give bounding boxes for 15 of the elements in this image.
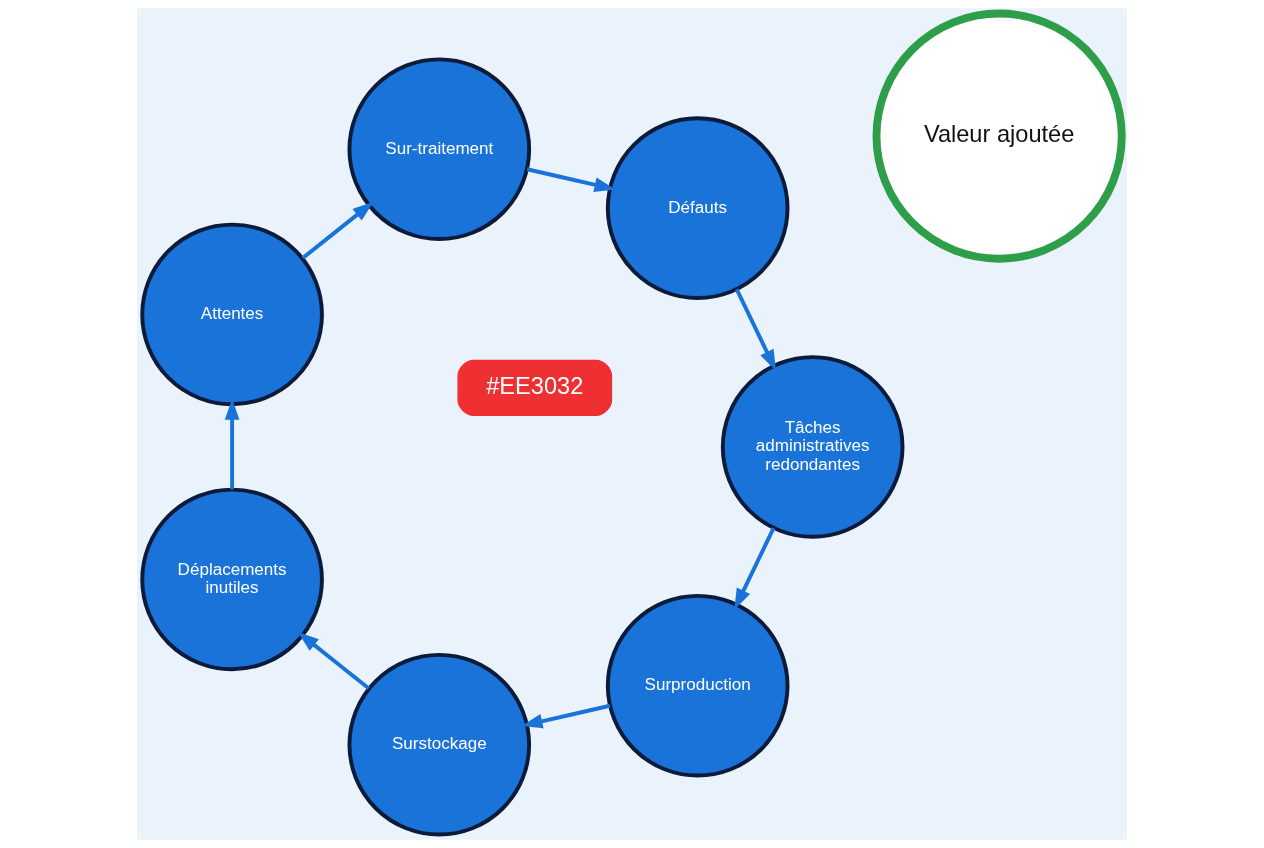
arrow: [734, 527, 776, 610]
arrow: [301, 201, 374, 260]
arrow: [521, 703, 611, 729]
arrow: [297, 631, 370, 690]
node-circle: Surstockage: [347, 652, 532, 837]
arrow: [526, 167, 616, 192]
arrow: [735, 288, 777, 371]
node-circle: Déplacements inutiles: [140, 487, 324, 672]
node-box: #EE3032: [457, 359, 613, 417]
node-circle: Valeur ajoutée: [872, 9, 1126, 263]
node-circle: Tâches administratives redondantes: [720, 355, 905, 539]
node-circle: Défauts: [605, 116, 790, 300]
node-circle: Attentes: [140, 222, 324, 407]
node-circle: Sur-traitement: [347, 57, 532, 241]
node-circle: Surproduction: [605, 593, 790, 778]
